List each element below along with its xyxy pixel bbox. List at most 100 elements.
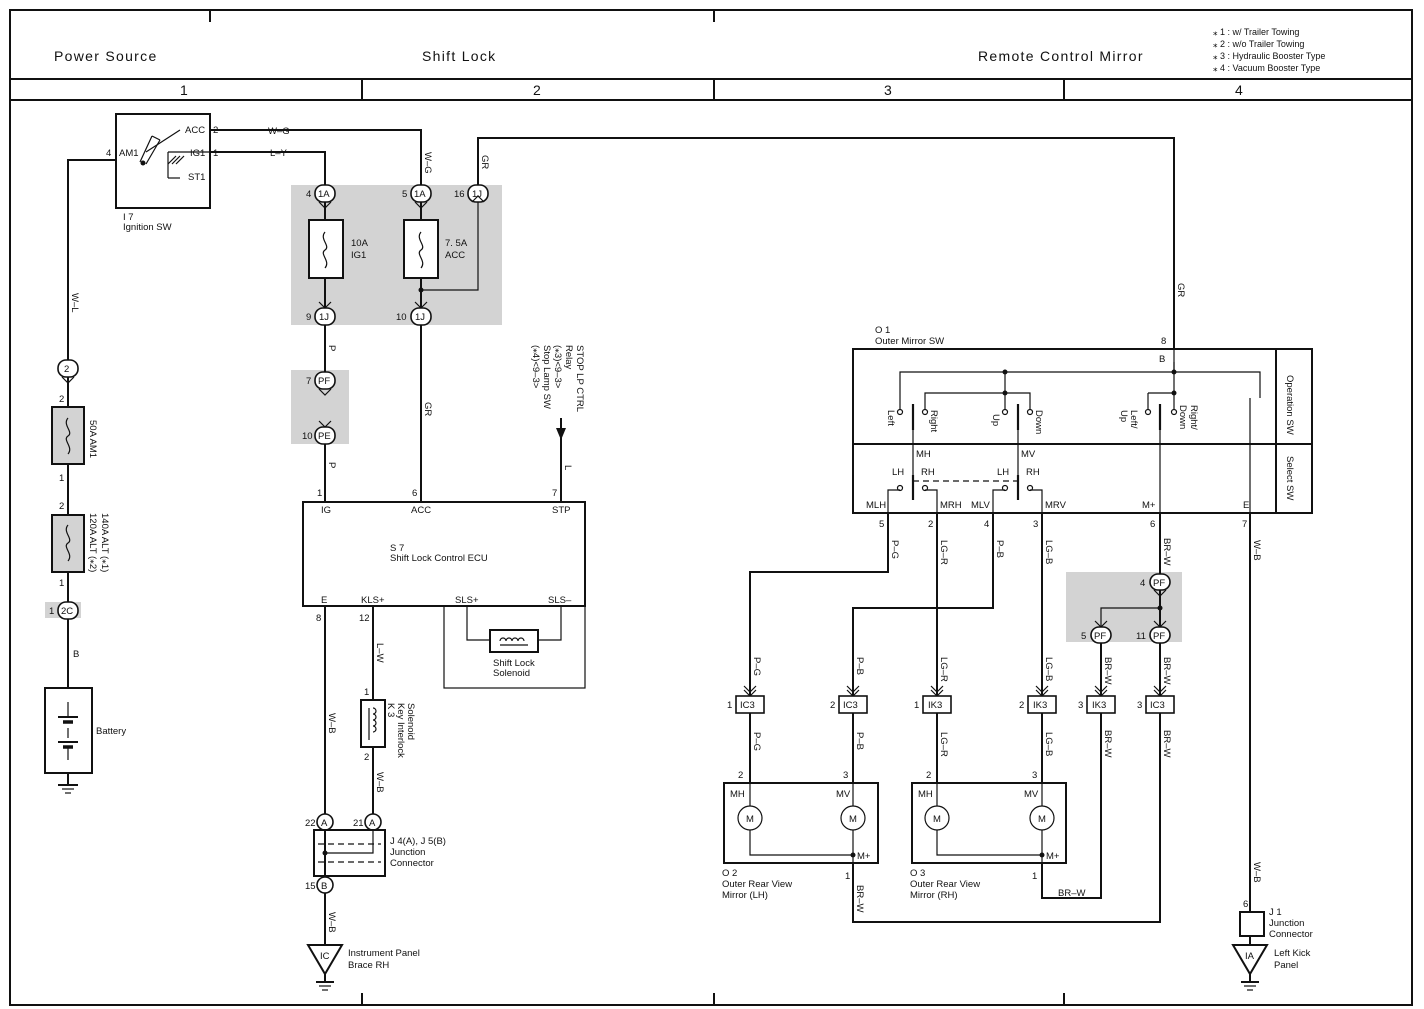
motor-label: M <box>933 814 941 825</box>
ecu-term-kls: KLS+ <box>361 595 385 606</box>
column-number: 2 <box>533 82 541 98</box>
mirror-term: MH <box>730 789 745 800</box>
wire-color: L–Y <box>270 148 288 159</box>
wire-color: P <box>326 462 337 468</box>
section-title: Remote Control Mirror <box>978 48 1144 64</box>
ecu-code: S 7 <box>390 543 404 554</box>
pin-number: 3 <box>1137 700 1142 711</box>
mirror-switch-name: Outer Mirror SW <box>875 336 944 347</box>
ignition-switch <box>115 113 211 209</box>
ignition-term-st1: ST1 <box>188 172 205 183</box>
pin-number: 9 <box>306 312 311 323</box>
mirror-switch-code: O 1 <box>875 325 890 336</box>
ignition-term-am1: AM1 <box>119 148 139 159</box>
pin-number: 7 <box>306 376 311 387</box>
mirror-term: M+ <box>857 851 871 862</box>
pin-number: 4 <box>1140 578 1145 589</box>
section-title: Power Source <box>54 48 158 64</box>
ecu-term-acc: ACC <box>411 505 431 516</box>
op-label-left-up: Left/ <box>1128 410 1139 429</box>
key-interlock-name: Solenoid <box>405 703 416 740</box>
pin-number: 2 <box>364 752 369 763</box>
junction-connector-j4-j5 <box>313 813 386 894</box>
pin-number: 3 <box>843 770 848 781</box>
battery <box>44 687 93 774</box>
pin-number: 3 <box>1032 770 1037 781</box>
pin-number: 1 <box>727 700 732 711</box>
connector-label: 1J <box>319 312 329 323</box>
junction-dot <box>1157 605 1163 611</box>
pin-number: 8 <box>1161 336 1166 347</box>
solenoid-label: Solenoid <box>493 668 530 679</box>
footnote: ⁎ 3 : Hydraulic Booster Type <box>1213 51 1325 61</box>
wire-color: BR–W <box>1102 657 1113 684</box>
pin-number: 2 <box>926 770 931 781</box>
fuse-rating: 10A <box>351 238 369 249</box>
mirror-lh-code: O 2 <box>722 868 737 879</box>
connector-label: IC3 <box>740 700 755 711</box>
select-label: RH <box>921 467 935 478</box>
select-label: RH <box>1026 467 1040 478</box>
wire-color: B <box>73 649 79 660</box>
connector-label: A <box>321 818 328 829</box>
junction-dot <box>418 287 424 293</box>
ecu-term-stp: STP <box>552 505 570 516</box>
battery-label: Battery <box>96 726 126 737</box>
wire-color: L–W <box>374 643 385 663</box>
footnote: ⁎ 2 : w/o Trailer Towing <box>1213 39 1304 49</box>
mirror-term-e: E <box>1243 500 1249 511</box>
connector-label: IK3 <box>1033 700 1047 711</box>
connector-label: 2C <box>61 606 73 617</box>
connector-1a-acc <box>410 184 432 209</box>
pin-number: 11 <box>1136 631 1146 642</box>
select-label: MH <box>916 449 931 460</box>
stop-relay-label: (⁎4)<9–3> <box>530 345 541 389</box>
op-label-up: Up <box>990 414 1001 426</box>
junction-label: Connector <box>390 858 434 869</box>
wire-color: W–B <box>374 772 385 793</box>
pin-number: 2 <box>1019 700 1024 711</box>
wire-color: LG–B <box>1043 732 1054 756</box>
wire-color: LG–R <box>938 732 949 757</box>
wire-color: BR–W <box>1058 888 1085 899</box>
wire-color: BR–W <box>854 885 865 912</box>
fuse-name: IG1 <box>351 250 366 261</box>
mirror-rh-name: Mirror (RH) <box>910 890 958 901</box>
connector-label: IC3 <box>1150 700 1165 711</box>
connector-pf-pe <box>314 371 336 445</box>
pin-number: 4 <box>306 189 311 200</box>
wire-color: P–B <box>994 540 1005 558</box>
key-interlock-code: K 3 <box>385 703 396 717</box>
ground-name: Instrument Panel <box>348 948 420 959</box>
mirror-lh-name: Mirror (LH) <box>722 890 768 901</box>
mirror-term: MH <box>918 789 933 800</box>
pin-number: 1 <box>914 700 919 711</box>
fuse-7-5a-acc <box>403 219 439 279</box>
mirror-term-mrv: MRV <box>1045 500 1067 511</box>
pin-number: 1 <box>49 606 54 617</box>
pin-number: 6 <box>1150 519 1155 530</box>
frame <box>9 9 1413 1006</box>
ecu-term-sls-minus: SLS– <box>548 595 572 606</box>
j1-name: Junction <box>1269 918 1304 929</box>
connector-label: 2 <box>64 364 69 375</box>
operation-sw-label: Operation SW <box>1284 375 1295 435</box>
ground-name: Left Kick <box>1274 948 1311 959</box>
pin-number: 7 <box>1242 519 1247 530</box>
pin-number: 4 <box>984 519 989 530</box>
junction-label: J 4(A), J 5(B) <box>390 836 446 847</box>
mirror-term-mlv: MLV <box>971 500 990 511</box>
pin-number: 12 <box>359 613 370 624</box>
fuse-label: 140A ALT (⁎1) <box>99 513 110 572</box>
fuse-label: 50A AM1 <box>87 420 98 458</box>
pin-number: 3 <box>1033 519 1038 530</box>
pin-number: 1 <box>317 488 322 499</box>
select-label: MV <box>1021 449 1036 460</box>
fuse-name: ACC <box>445 250 465 261</box>
ground-label: IA <box>1245 951 1255 962</box>
pin-number: 2 <box>830 700 835 711</box>
ecu-term-sls-plus: SLS+ <box>455 595 479 606</box>
footnote: ⁎ 4 : Vacuum Booster Type <box>1213 63 1320 73</box>
wire-color: P–G <box>751 657 762 676</box>
